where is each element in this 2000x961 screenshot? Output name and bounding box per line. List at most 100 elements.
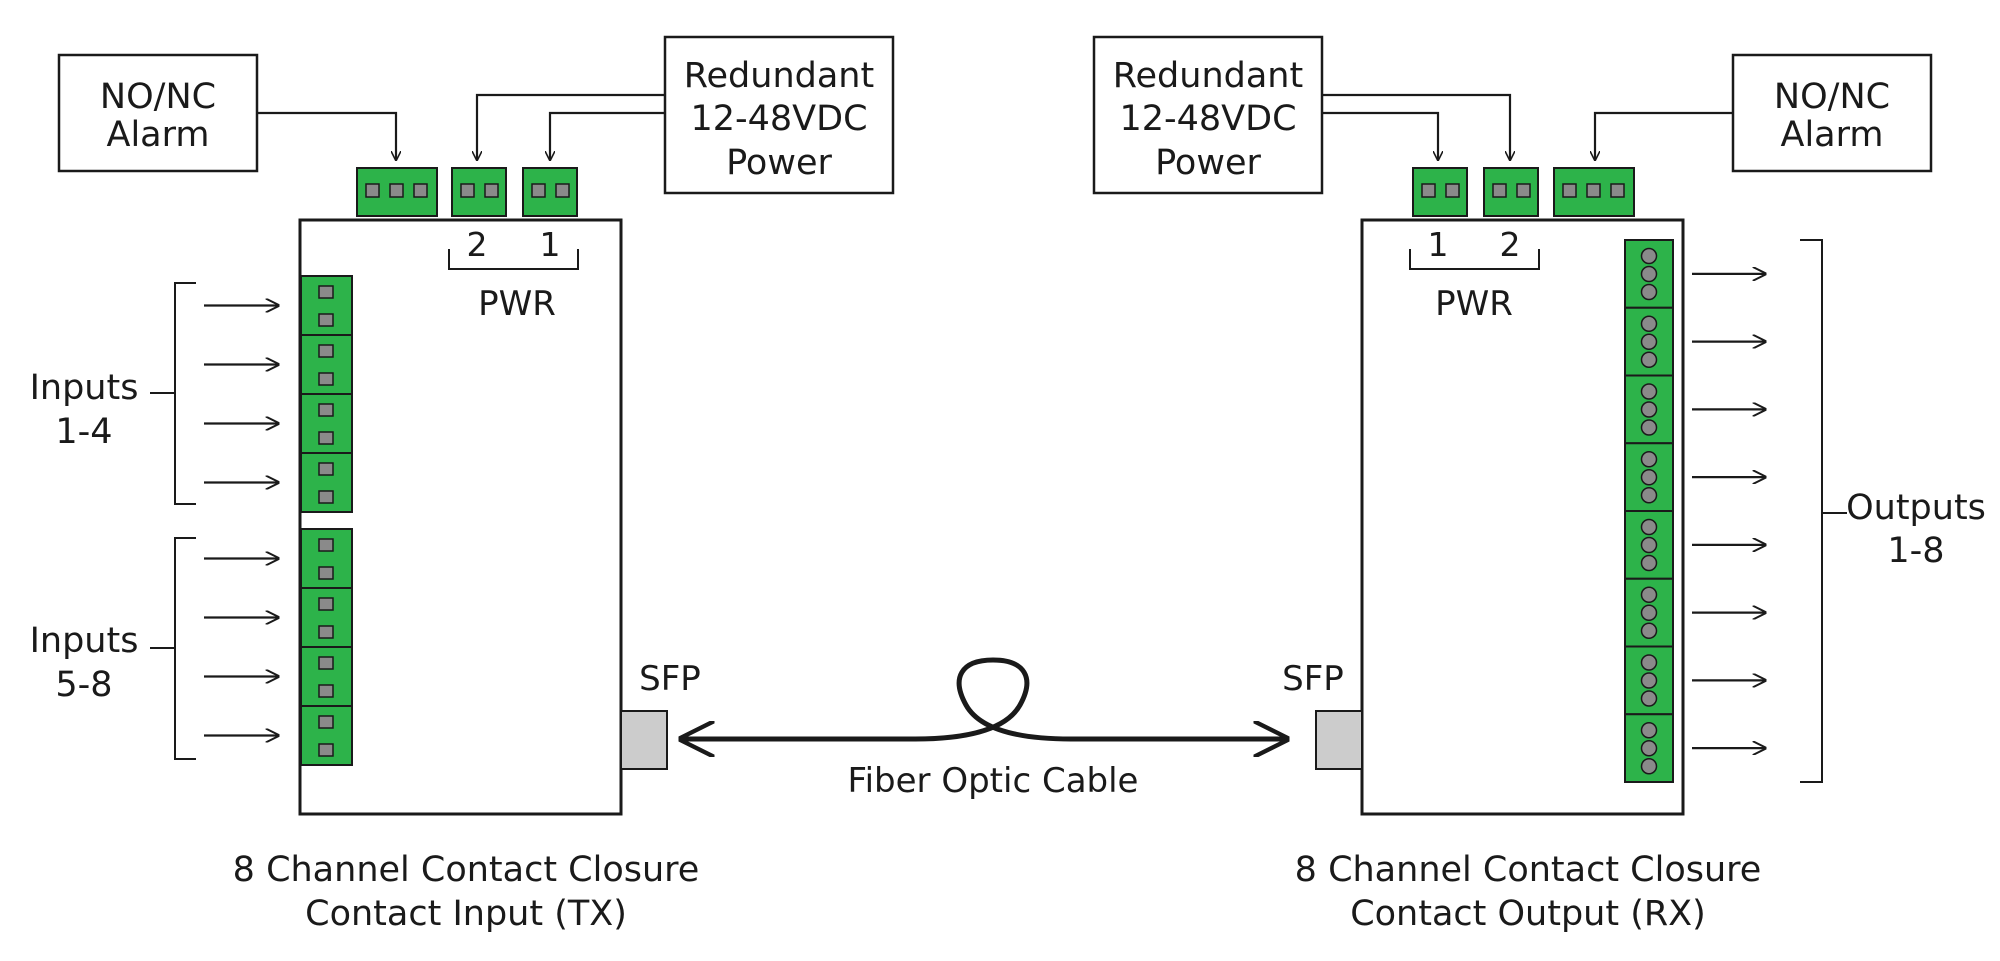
rx-output-contact: [1640, 351, 1658, 368]
rx-output-contact: [1640, 401, 1658, 418]
rx-output-contact: [1640, 654, 1658, 671]
tx-input-pin: [318, 625, 334, 639]
tx-pwr1-terminal: [522, 167, 578, 217]
rx-output-block-5: [1624, 510, 1674, 580]
fiber-optic-cable: Fiber Optic Cable: [682, 657, 1286, 801]
tx-pwr-number-1: 1: [540, 225, 561, 264]
tx-inputs-5-8-line2: 5-8: [55, 665, 112, 705]
tx-inputs-1-4-bracket: [174, 282, 196, 505]
rx-output-contact: [1640, 247, 1658, 265]
tx-caption-line1: 8 Channel Contact Closure: [233, 850, 700, 890]
rx-output-contact: [1640, 690, 1658, 707]
tx-alarm-line1: NO/NC: [100, 77, 216, 117]
tx-power-line1: Redundant: [684, 56, 874, 96]
rx-caption-line1: 8 Channel Contact Closure: [1295, 850, 1762, 890]
tx-power-line2: 12-48VDC: [690, 99, 867, 139]
rx-alarm-line1: NO/NC: [1774, 77, 1890, 117]
rx-output-contact: [1640, 487, 1658, 504]
tx-pwr-label: PWR: [478, 284, 556, 324]
tx-input-pin: [318, 743, 334, 757]
rx-sfp-port: [1315, 710, 1363, 770]
rx-pwr2-terminal: [1483, 167, 1539, 217]
rx-output-terminals: [1624, 239, 1766, 783]
tx-input-block-4: [300, 452, 353, 513]
rx-output-block-6: [1624, 577, 1674, 648]
tx-alarm-wire: [257, 111, 396, 160]
rx-output-contact: [1640, 265, 1658, 283]
tx-input-pin: [318, 285, 334, 299]
rx-output-contact: [1640, 722, 1658, 739]
rx-output-contact: [1640, 672, 1658, 689]
rx-power-box: Redundant 12-48VDC Power: [1092, 35, 1324, 195]
tx-sfp-port: [620, 710, 668, 770]
tx-device-body: [298, 218, 623, 816]
rx-pwr1-terminal: [1412, 167, 1468, 217]
tx-input-pin: [318, 490, 334, 504]
rx-alarm-line2: Alarm: [1781, 115, 1884, 155]
rx-output-contact: [1640, 419, 1658, 436]
tx-input-pin: [318, 313, 334, 327]
tx-input-pin: [318, 403, 334, 417]
tx-input-pin: [318, 715, 334, 729]
fiber-cable-label: Fiber Optic Cable: [848, 761, 1139, 801]
rx-output-contact: [1640, 315, 1658, 332]
rx-output-contact: [1640, 604, 1658, 621]
tx-sfp-label: SFP: [639, 659, 701, 699]
tx-alarm-line2: Alarm: [107, 115, 210, 155]
rx-output-contact: [1640, 451, 1658, 468]
rx-outputs-bracket: [1800, 239, 1823, 783]
rx-pwr1-wire: [1322, 111, 1438, 160]
rx-output-contact: [1640, 758, 1658, 775]
rx-output-contact: [1640, 622, 1658, 639]
tx-input-pin: [318, 684, 334, 698]
tx-input-block-8: [300, 705, 353, 766]
rx-unit: Redundant 12-48VDC Power NO/NC Alarm: [1092, 35, 1986, 934]
tx-input-terminals: [204, 275, 353, 766]
tx-input-pin: [318, 566, 334, 580]
rx-alarm-box: NO/NC Alarm: [1731, 53, 1933, 173]
rx-output-block-7: [1624, 645, 1674, 716]
rx-outputs-line1: Outputs: [1846, 488, 1986, 528]
rx-caption-line2: Contact Output (RX): [1350, 894, 1706, 934]
rx-output-block-8: [1624, 713, 1674, 783]
tx-input-pin: [318, 431, 334, 445]
tx-input-pin: [318, 344, 334, 358]
rx-output-block-3: [1624, 374, 1674, 445]
rx-power-line1: Redundant: [1113, 56, 1303, 96]
rx-pwr-number-2: 2: [1500, 225, 1521, 264]
rx-output-block-2: [1624, 306, 1674, 377]
tx-inputs-5-8-bracket: [174, 537, 196, 760]
tx-input-pin: [318, 462, 334, 476]
rx-pwr2-wire: [1322, 93, 1510, 160]
tx-pwr-number-2: 2: [467, 225, 488, 264]
tx-input-block-3: [300, 393, 353, 454]
tx-inputs-5-8-line1: Inputs: [30, 621, 139, 661]
rx-power-line2: 12-48VDC: [1119, 99, 1296, 139]
tx-input-pin: [318, 538, 334, 552]
rx-output-block-1: [1624, 239, 1674, 309]
rx-output-contact: [1640, 740, 1658, 757]
tx-caption-line2: Contact Input (TX): [305, 894, 627, 934]
rx-output-block-4: [1624, 442, 1674, 512]
rx-pwr-bracket: [1409, 249, 1540, 270]
tx-pwr2-wire: [477, 93, 665, 160]
tx-power-box: Redundant 12-48VDC Power: [663, 35, 895, 195]
rx-pwr-label: PWR: [1435, 284, 1513, 324]
rx-outputs-line2: 1-8: [1887, 531, 1944, 571]
tx-unit: NO/NC Alarm Redundant 12-48VDC Power: [30, 35, 895, 934]
tx-input-pin: [318, 372, 334, 386]
rx-output-contact: [1640, 518, 1658, 536]
rx-pwr-number-1: 1: [1428, 225, 1449, 264]
tx-input-pin: [318, 656, 334, 670]
tx-pwr1-wire: [550, 111, 665, 160]
rx-alarm-terminal: [1553, 167, 1635, 217]
tx-inputs-1-4-line1: Inputs: [30, 368, 139, 408]
tx-input-block-7: [300, 646, 353, 707]
rx-output-contact: [1640, 283, 1658, 301]
tx-input-block-5: [300, 528, 353, 589]
tx-pwr-bracket: [448, 249, 579, 270]
rx-output-contact: [1640, 469, 1658, 486]
rx-output-contact: [1640, 536, 1658, 554]
rx-output-contact: [1640, 383, 1658, 400]
rx-output-contact: [1640, 554, 1658, 572]
